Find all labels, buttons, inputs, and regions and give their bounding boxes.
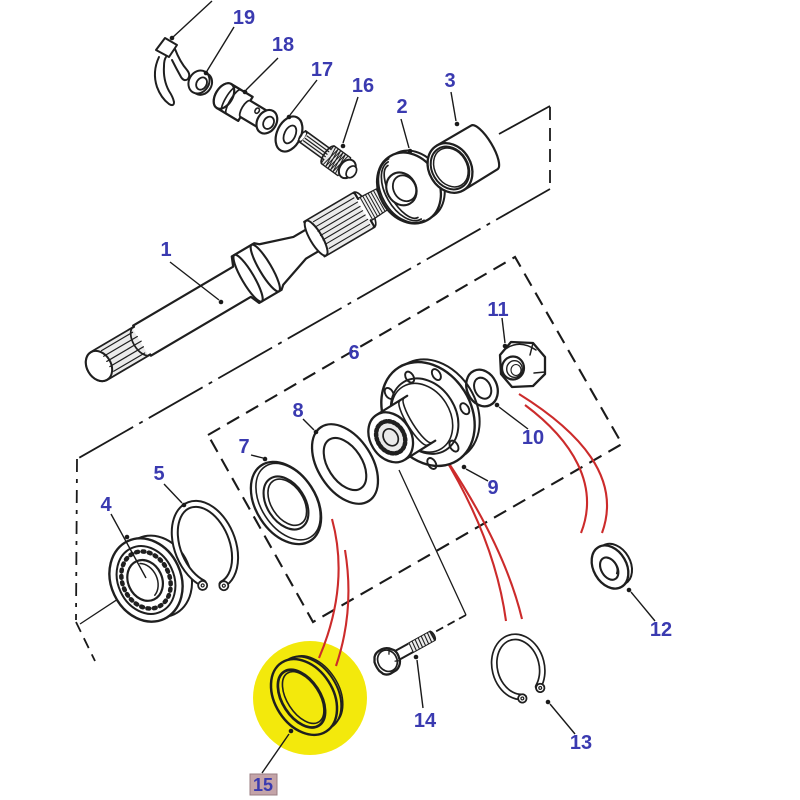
svg-text:6: 6 — [348, 342, 359, 364]
svg-text:7: 7 — [238, 436, 249, 458]
svg-text:11: 11 — [487, 299, 508, 321]
svg-text:19: 19 — [233, 7, 255, 29]
svg-text:2: 2 — [396, 96, 407, 118]
svg-text:18: 18 — [272, 34, 294, 56]
svg-text:15: 15 — [253, 775, 273, 795]
svg-text:10: 10 — [522, 427, 544, 449]
svg-text:13: 13 — [570, 732, 592, 754]
svg-text:8: 8 — [292, 400, 303, 422]
svg-text:3: 3 — [444, 70, 455, 92]
svg-text:4: 4 — [100, 494, 112, 516]
svg-text:14: 14 — [414, 710, 437, 732]
svg-text:17: 17 — [311, 59, 333, 81]
svg-text:12: 12 — [650, 619, 672, 641]
svg-text:9: 9 — [487, 477, 498, 499]
svg-text:1: 1 — [160, 239, 171, 261]
svg-text:16: 16 — [352, 75, 374, 97]
svg-text:5: 5 — [153, 463, 164, 485]
